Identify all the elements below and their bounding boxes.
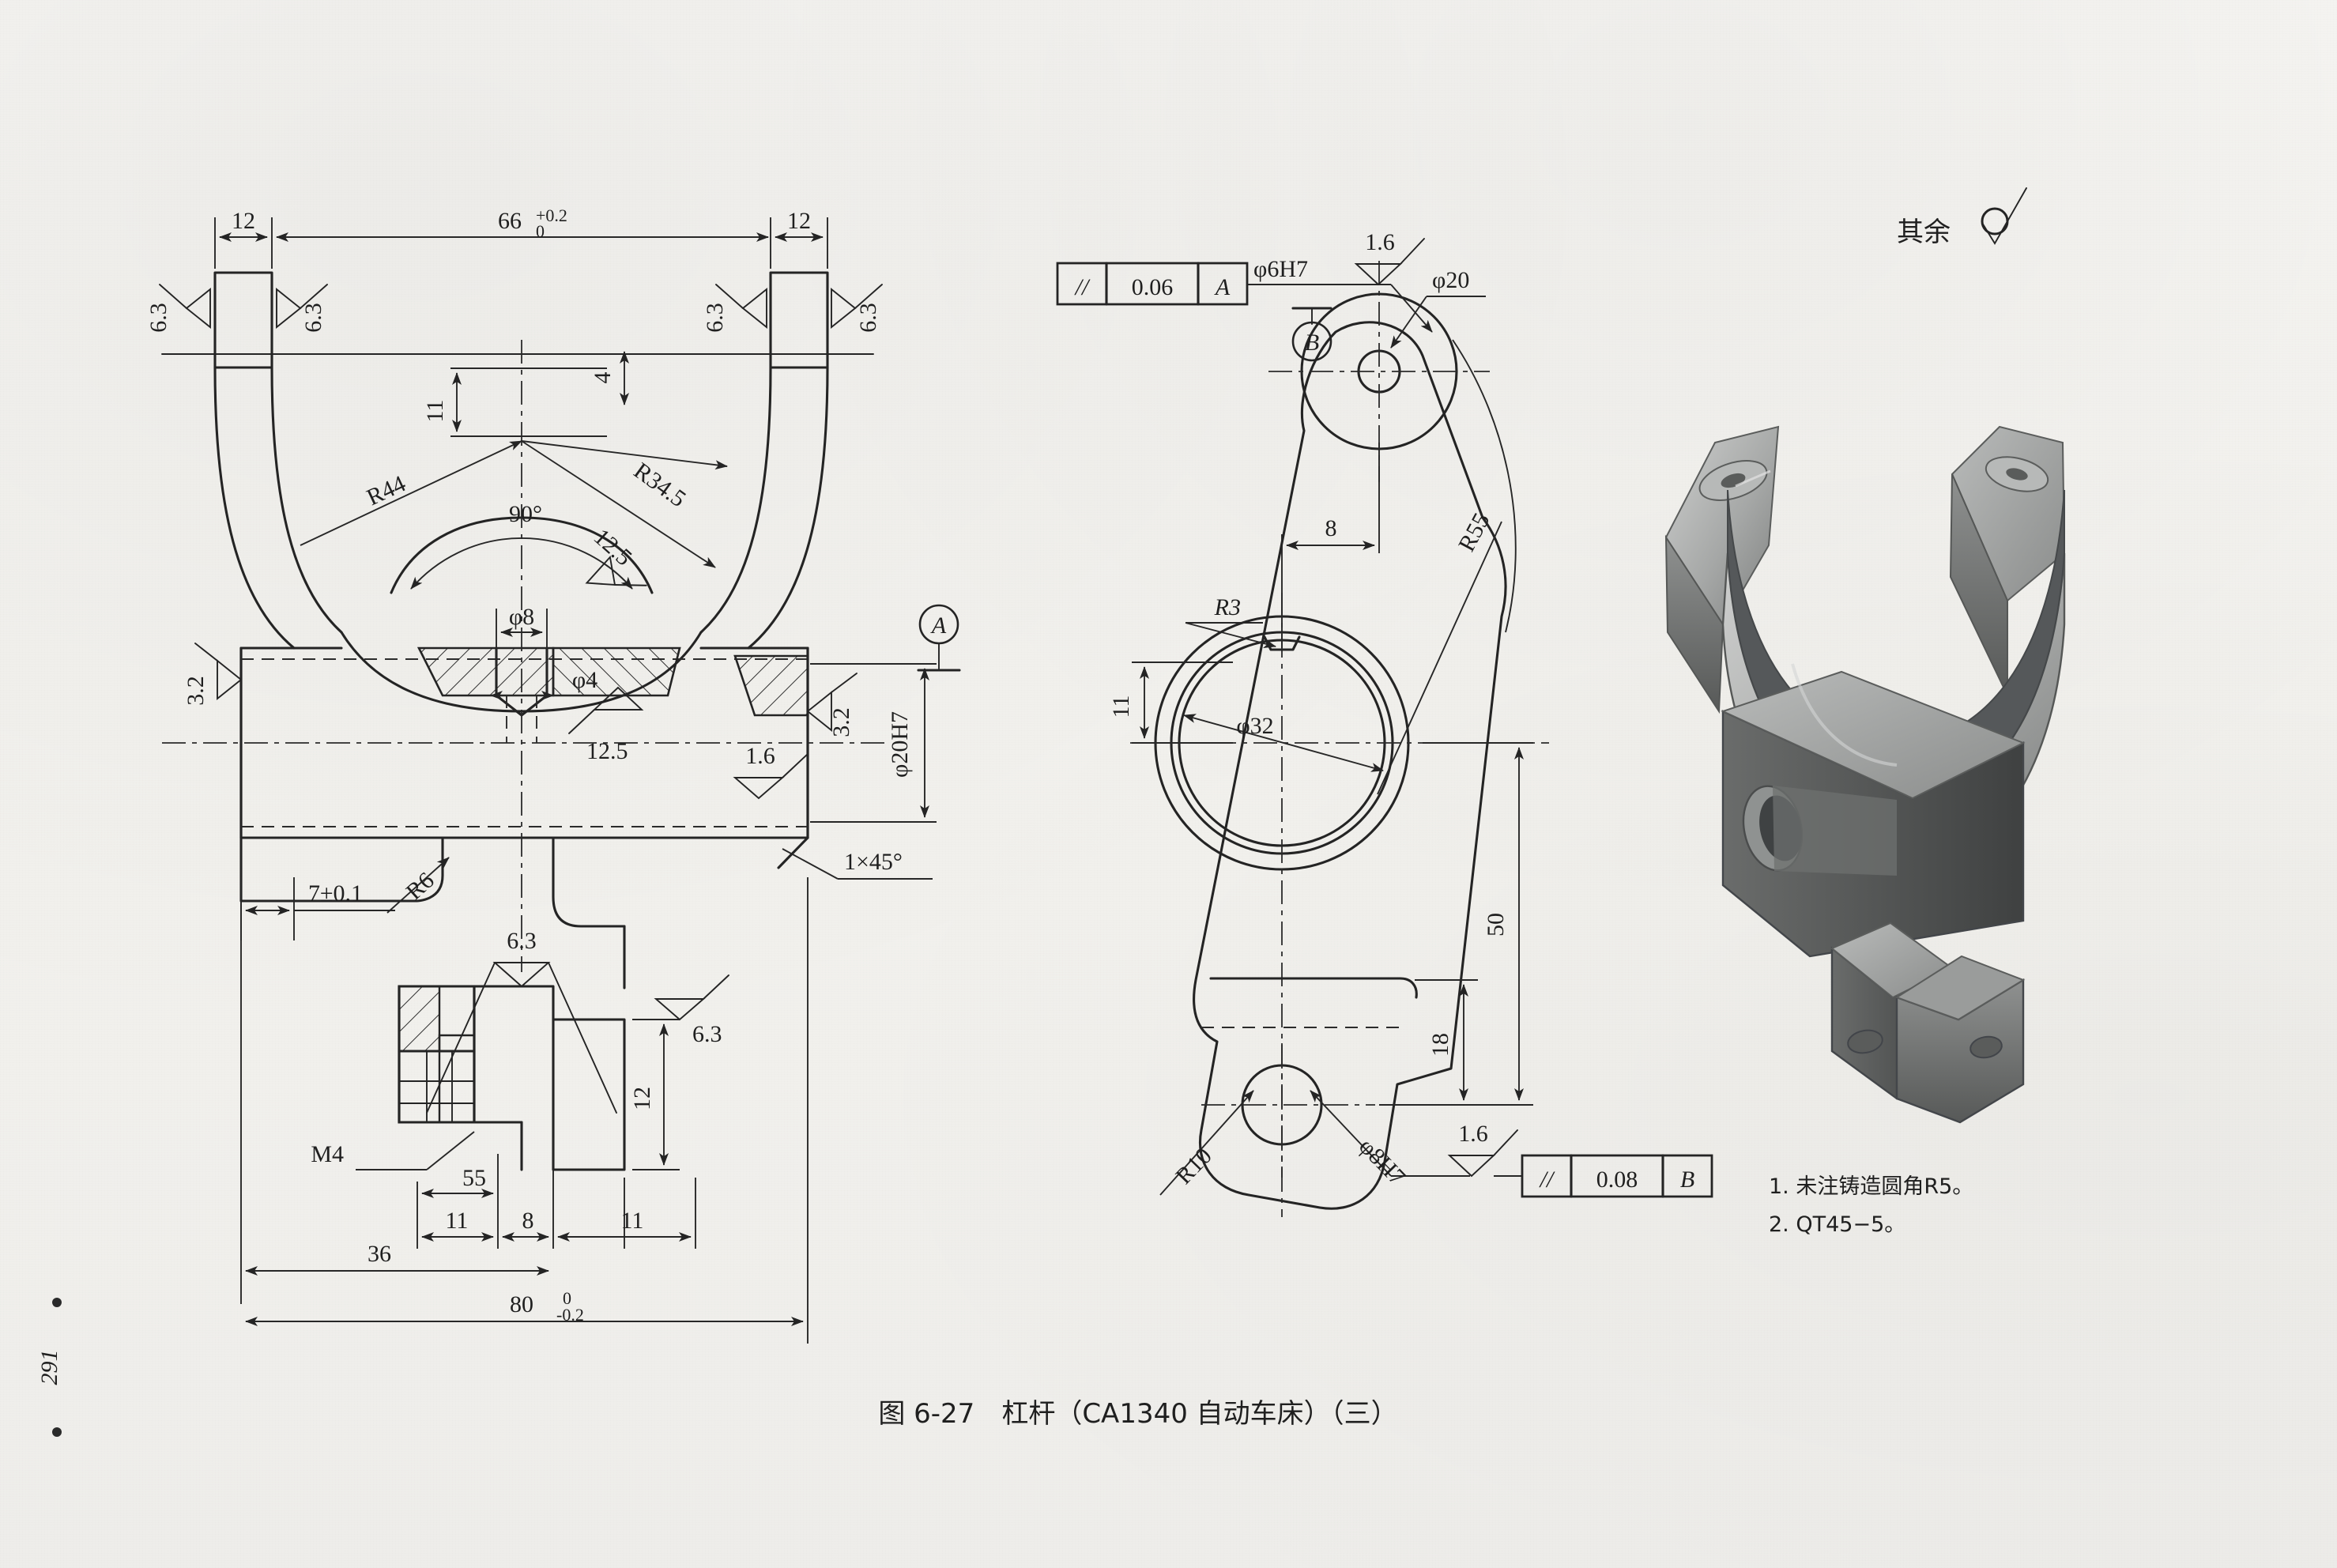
rough-16-plan-top: 1.6 bbox=[1365, 229, 1395, 255]
rough-16-plan-bottom: 1.6 bbox=[1458, 1121, 1488, 1147]
rough-63-bottom2: 6.3 bbox=[692, 1021, 722, 1047]
section-hatch-right bbox=[552, 646, 681, 697]
front-view-geometry bbox=[161, 271, 885, 1171]
dim-11-front: 11 bbox=[422, 400, 448, 423]
fcf-parallelism-bottom: // 0.08 B bbox=[1494, 1154, 1713, 1198]
dim-R44: R44 bbox=[363, 470, 409, 511]
datum-B-letter: B bbox=[1305, 330, 1319, 356]
rough-63-tr2: 6.3 bbox=[855, 303, 881, 333]
rough-63-tl2: 6.3 bbox=[300, 303, 326, 333]
dim-phi8: φ8 bbox=[509, 604, 534, 630]
plan-view-geometry bbox=[1130, 261, 1549, 1217]
rough-125-a: 12.5 bbox=[589, 524, 637, 571]
dim-phi32: φ32 bbox=[1236, 713, 1273, 739]
dim-7pm01: 7±0.1 bbox=[308, 880, 363, 906]
dim-18: 18 bbox=[1427, 1033, 1453, 1057]
fcf-bottom-symbol: // bbox=[1539, 1167, 1555, 1193]
dim-11-plan: 11 bbox=[1108, 695, 1134, 718]
fcf-bottom-datum: B bbox=[1680, 1167, 1694, 1193]
dim-36: 36 bbox=[368, 1241, 391, 1267]
note-1: 1. 未注铸造圆角R5。 bbox=[1769, 1174, 1973, 1199]
rough-125-b: 12.5 bbox=[586, 738, 628, 764]
dim-50: 50 bbox=[1483, 913, 1509, 937]
page-number: 291 bbox=[36, 1350, 62, 1385]
dim-chamfer: 1×45° bbox=[844, 849, 903, 875]
fcf-top-datum: A bbox=[1214, 274, 1231, 300]
dim-12-left: 12 bbox=[232, 208, 255, 234]
datum-B-symbol: B bbox=[1291, 307, 1332, 362]
dim-90deg: 90° bbox=[509, 501, 542, 527]
rough-63-tr: 6.3 bbox=[702, 303, 728, 333]
datum-A-symbol: A bbox=[917, 604, 961, 672]
dim-80-tol-lower: -0.2 bbox=[556, 1305, 584, 1325]
dim-11-b: 11 bbox=[621, 1208, 644, 1234]
section-hatch-left bbox=[417, 646, 555, 697]
dim-66-tol-upper: +0.2 bbox=[536, 205, 567, 225]
dim-66-value: 66 bbox=[498, 208, 522, 234]
figure-caption: 图 6-27 杠杆（CA1340 自动车床）（三） bbox=[878, 1398, 1397, 1430]
rough-32-right: 3.2 bbox=[828, 707, 854, 737]
unmachined-surface-icon bbox=[1981, 187, 2027, 245]
bottom-lug-section bbox=[398, 985, 476, 1124]
dim-R6: R6 bbox=[401, 867, 439, 905]
lever-3d-render bbox=[1664, 425, 2066, 1124]
dim-80-value: 80 bbox=[510, 1291, 533, 1317]
fcf-bottom-tolerance: 0.08 bbox=[1596, 1167, 1638, 1193]
fcf-top-symbol: // bbox=[1074, 274, 1091, 300]
rough-32-left: 3.2 bbox=[183, 676, 209, 706]
front-view-dimensions: 12 66 +0.2 0 12 11 4 R44 R3 bbox=[214, 205, 937, 1344]
dim-4: 4 bbox=[590, 372, 616, 384]
fcf-top-tolerance: 0.06 bbox=[1132, 274, 1174, 300]
dim-11-a: 11 bbox=[446, 1208, 469, 1234]
rough-63-tl: 6.3 bbox=[145, 303, 172, 333]
dim-phi6H7: φ6H7 bbox=[1253, 256, 1308, 282]
dim-M4: M4 bbox=[311, 1141, 344, 1167]
rough-16-front: 1.6 bbox=[745, 743, 775, 769]
dim-80-tol-upper: 0 bbox=[563, 1288, 571, 1308]
dim-12-bottom: 12 bbox=[629, 1087, 655, 1110]
datum-A-letter: A bbox=[930, 612, 947, 639]
plan-view-dimensions: // 0.06 A φ6H7 B 1.6 bbox=[1056, 229, 1713, 1198]
rough-63-bottom: 6.3 bbox=[507, 928, 537, 954]
dim-R10: R10 bbox=[1170, 1143, 1216, 1189]
front-view-roughness-symbols: 6.3 6.3 6.3 6.3 bbox=[145, 284, 961, 1114]
fcf-parallelism-top: // 0.06 A bbox=[1056, 262, 1249, 306]
dim-R345: R34.5 bbox=[629, 458, 691, 512]
dim-8: 8 bbox=[522, 1208, 534, 1234]
page-number-group: 291 bbox=[36, 1298, 62, 1437]
dim-R3: R3 bbox=[1214, 594, 1241, 620]
dim-12-right: 12 bbox=[787, 208, 811, 234]
dim-phi4: φ4 bbox=[572, 667, 597, 693]
dim-phi20H7: φ20H7 bbox=[887, 711, 913, 778]
remainder-label: 其余 bbox=[1897, 217, 1951, 248]
dim-55: 55 bbox=[462, 1165, 486, 1191]
dim-phi8H7: φ8H7 bbox=[1354, 1133, 1411, 1191]
technical-notes: 1. 未注铸造圆角R5。 2. QT45−5。 bbox=[1769, 1174, 1973, 1237]
note-2: 2. QT45−5。 bbox=[1769, 1212, 1905, 1237]
dim-phi20: φ20 bbox=[1432, 267, 1469, 293]
dim-8-plan: 8 bbox=[1325, 515, 1337, 541]
section-hatch-right-wall bbox=[733, 654, 809, 717]
dim-66-tol-lower: 0 bbox=[536, 221, 545, 241]
remainder-roughness-group: 其余 bbox=[1897, 187, 2027, 248]
